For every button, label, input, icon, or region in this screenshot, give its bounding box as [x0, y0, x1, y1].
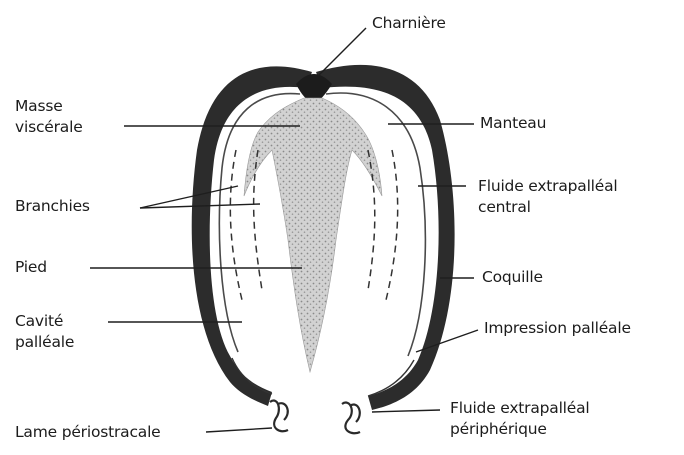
periostracal-lamina-right [342, 403, 360, 434]
leader-lame-periostracale [206, 428, 272, 432]
label-fluide-central-line1: Fluide extrapalléal [478, 176, 618, 197]
label-cavite-line1: Cavité [15, 311, 74, 332]
label-fluide-central-line2: central [478, 197, 618, 218]
label-manteau-text: Manteau [480, 113, 546, 134]
label-lame-periostracale-text: Lame périostracale [15, 422, 161, 443]
periostracal-lamina-left [270, 401, 288, 432]
label-cavite-line2: palléale [15, 332, 74, 353]
label-masse-viscerale: Masse viscérale [15, 96, 83, 138]
label-masse-viscerale-line1: Masse [15, 96, 83, 117]
label-charniere-text: Charnière [372, 13, 446, 34]
gill-left-outer [230, 150, 242, 300]
label-coquille: Coquille [482, 267, 543, 288]
label-lame-periostracale: Lame périostracale [15, 422, 161, 443]
label-fluide-extrapalleal-central: Fluide extrapalléal central [478, 176, 618, 218]
label-pied-text: Pied [15, 257, 47, 278]
label-charniere: Charnière [372, 13, 446, 34]
label-fluide-peripherique-line1: Fluide extrapalléal [450, 398, 590, 419]
label-masse-viscerale-line2: viscérale [15, 117, 83, 138]
label-cavite-palleale: Cavité palléale [15, 311, 74, 353]
label-impression-palleale: Impression palléale [484, 318, 631, 339]
label-pied: Pied [15, 257, 47, 278]
leader-fluide-peripherique [372, 410, 440, 412]
label-impression-palleale-text: Impression palléale [484, 318, 631, 339]
label-manteau: Manteau [480, 113, 546, 134]
label-fluide-peripherique-line2: périphérique [450, 419, 590, 440]
label-branchies: Branchies [15, 196, 90, 217]
gill-right-outer [386, 150, 398, 300]
label-coquille-text: Coquille [482, 267, 543, 288]
label-branchies-text: Branchies [15, 196, 90, 217]
label-fluide-extrapalleal-peripherique: Fluide extrapalléal périphérique [450, 398, 590, 440]
visceral-mass [244, 98, 382, 372]
